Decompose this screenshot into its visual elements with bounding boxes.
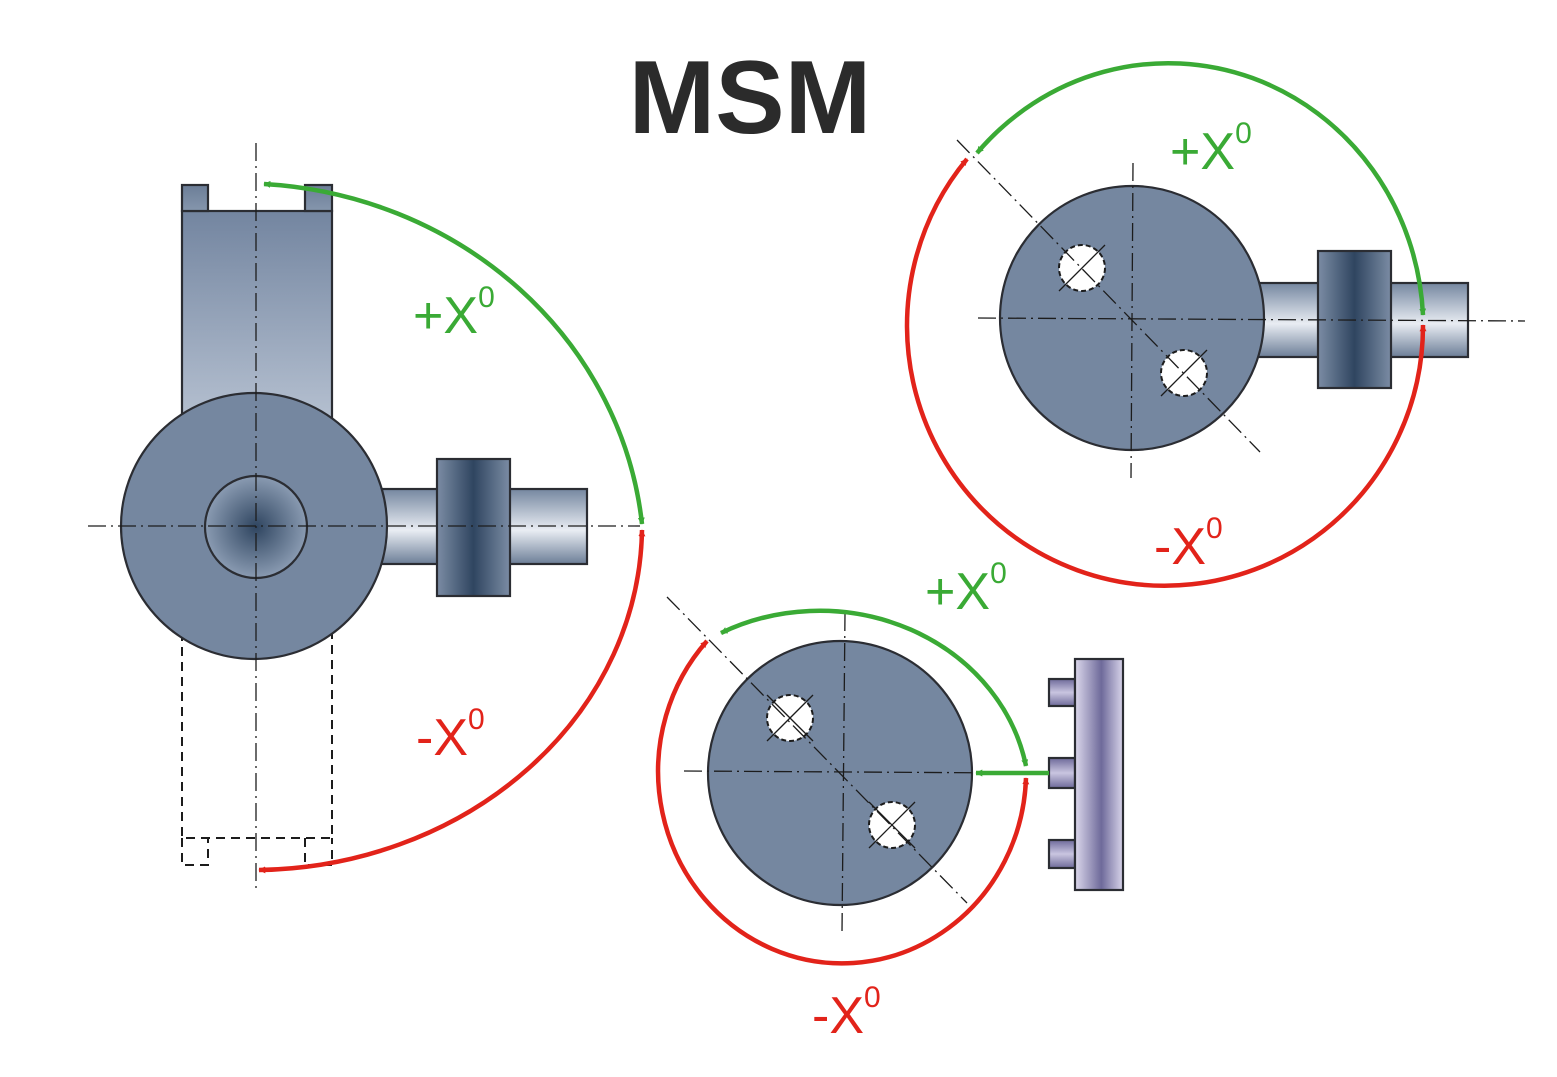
top-right-negative-arc [904, 157, 1427, 588]
left-shaft-collar [435, 457, 512, 598]
left-plus-label: +X0 [413, 281, 495, 345]
top-right-minus-label: -X0 [1154, 512, 1223, 576]
bottom-fixture-body [1073, 657, 1125, 892]
left-minus-label: -X0 [416, 703, 485, 767]
top-right-plus-label: +X0 [1170, 117, 1252, 181]
left-negative-arc [258, 529, 646, 874]
left-phantom-bracket [181, 632, 333, 866]
bottom-fixture-pin-top [1047, 677, 1077, 708]
bottom-assembly: +X0 -X0 [655, 557, 1125, 1045]
left-assembly: +X0 -X0 [88, 143, 646, 892]
left-bracket-tab-left [180, 183, 210, 213]
top-right-assembly: +X0 -X0 [904, 60, 1526, 588]
left-positive-arc [263, 180, 645, 525]
bottom-fixture-pin-middle [1047, 756, 1077, 790]
bottom-plus-label: +X0 [925, 557, 1007, 621]
bottom-minus-label: -X0 [812, 981, 881, 1045]
bottom-negative-arc [655, 639, 1030, 966]
bottom-fixture-pin-bottom [1047, 838, 1077, 870]
diagram-title: MSM [629, 40, 872, 156]
